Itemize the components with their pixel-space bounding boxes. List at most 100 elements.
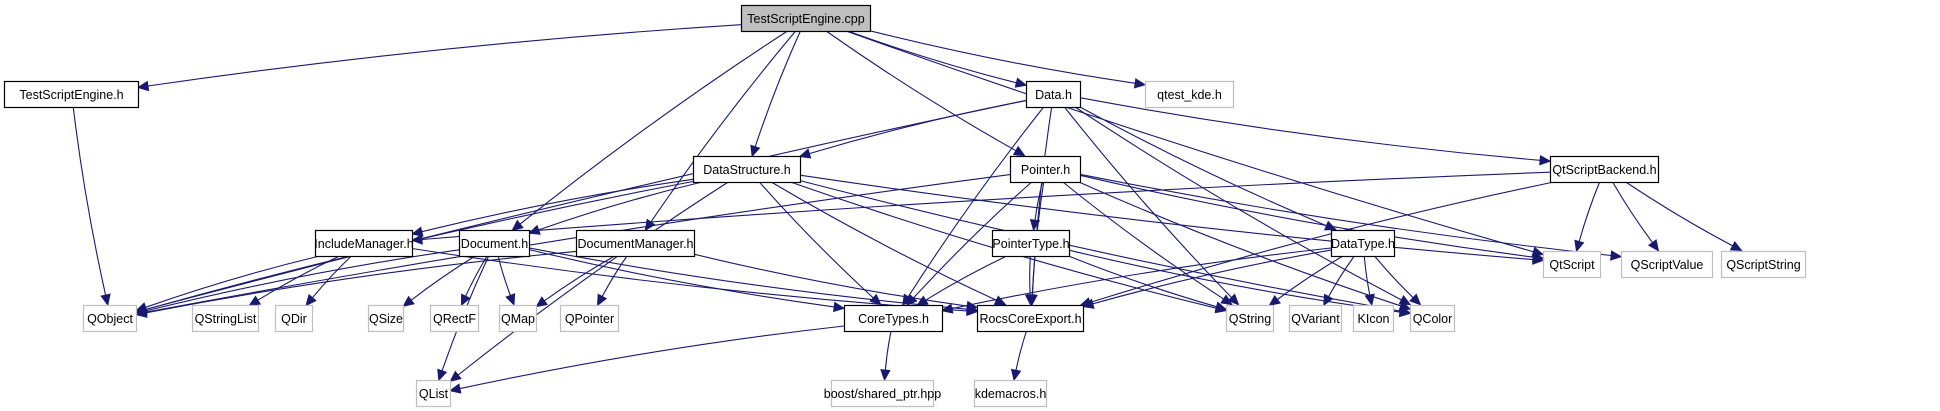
edge-line — [421, 171, 1551, 241]
node-box — [191, 304, 260, 333]
node-label: QScriptString — [1726, 258, 1800, 272]
node-box — [991, 229, 1071, 258]
arrowhead-icon — [1323, 293, 1334, 307]
node-box — [458, 229, 531, 258]
arrowhead-icon — [1029, 219, 1041, 232]
arrowhead-icon — [1532, 251, 1545, 263]
edge-line — [528, 249, 835, 308]
arrowhead-icon — [460, 293, 471, 307]
edge-line — [1068, 255, 1217, 308]
arrowhead-icon — [535, 296, 548, 308]
edge-documentmanager-h-to-qobject — [134, 250, 577, 318]
edge-line — [1625, 181, 1733, 247]
node-box — [274, 304, 314, 333]
arrowhead-icon — [1081, 298, 1095, 309]
edge-pointertype-h-to-qstring — [1068, 255, 1228, 312]
node-testscriptengine-cpp[interactable]: TestScriptEngine.cpp — [740, 4, 872, 33]
edge-datastructure-h-to-includemanager-h — [410, 178, 694, 237]
edge-qtscriptbackend-h-to-qscriptvalue — [1612, 181, 1660, 252]
node-label: QPointer — [565, 312, 614, 326]
edge-line — [1078, 181, 1401, 307]
arrowhead-icon — [1398, 294, 1412, 306]
arrowhead-icon — [1399, 306, 1412, 318]
node-pointertype-h[interactable]: PointerType.h — [991, 229, 1071, 258]
arrowhead-icon — [1729, 240, 1743, 252]
edge-testscriptengine-cpp-to-testscriptengine-h — [136, 24, 742, 92]
edge-line — [754, 30, 801, 147]
node-coretypes-h[interactable]: CoreTypes.h — [843, 304, 944, 333]
node-datastructure-h[interactable]: DataStructure.h — [692, 155, 802, 184]
edge-testscriptengine-h-to-qobject — [72, 106, 111, 307]
edge-line — [869, 30, 1136, 84]
arrowhead-icon — [437, 368, 448, 382]
node-includemanager-h[interactable]: IncludeManager.h — [314, 229, 414, 258]
node-label: boost/shared_ptr.hpp — [824, 387, 941, 401]
arrowhead-icon — [505, 293, 516, 306]
node-testscriptengine-h[interactable]: TestScriptEngine.h — [3, 80, 140, 109]
arrowhead-icon — [916, 295, 929, 307]
node-label: QSize — [369, 312, 403, 326]
arrowhead-icon — [410, 234, 423, 245]
node-box — [830, 379, 935, 408]
edge-datatype-h-to-rocscoreexport-h — [1081, 249, 1332, 309]
arrowhead-icon — [644, 218, 656, 232]
node-box — [740, 4, 872, 33]
node-box — [1025, 80, 1082, 109]
edge-line — [72, 106, 107, 296]
node-box — [1009, 155, 1082, 184]
node-label: TestScriptEngine.h — [19, 88, 123, 102]
arrowhead-icon — [1227, 293, 1240, 306]
edges-layer — [72, 24, 1743, 394]
edge-pointer-h-to-qstring — [1062, 181, 1233, 306]
node-qscriptvalue: QScriptValue — [1620, 250, 1714, 279]
edge-includemanager-h-to-qdir — [305, 255, 352, 307]
edge-line — [544, 255, 615, 302]
node-qdir: QDir — [274, 304, 314, 333]
node-rocscoreexport-h[interactable]: RocsCoreExport.h — [976, 304, 1085, 333]
edge-datastructure-h-to-qlist — [449, 181, 729, 382]
edge-coretypes-h-to-boost-shared-ptr-hpp — [880, 330, 892, 382]
node-document-h[interactable]: Document.h — [458, 229, 531, 258]
node-box — [498, 304, 538, 333]
node-data-h[interactable]: Data.h — [1025, 80, 1082, 109]
node-datatype-h[interactable]: DataType.h — [1330, 229, 1396, 258]
node-label: DataType.h — [1331, 237, 1395, 251]
node-box — [575, 229, 696, 258]
node-box — [3, 80, 140, 109]
arrowhead-icon — [833, 301, 846, 313]
edge-line — [925, 255, 1007, 301]
arrowhead-icon — [1610, 250, 1623, 261]
edge-line — [145, 250, 577, 314]
edge-line — [1034, 181, 1044, 221]
arrowhead-icon — [1010, 368, 1022, 382]
arrowhead-icon — [1268, 294, 1281, 307]
node-qtscriptbackend-h[interactable]: QtScriptBackend.h — [1549, 155, 1660, 184]
edge-line — [770, 181, 997, 301]
edge-line — [538, 181, 703, 231]
node-label: QList — [419, 387, 449, 401]
edge-datatype-h-to-qcolor — [1374, 255, 1422, 306]
edge-line — [1363, 255, 1371, 296]
edge-line — [601, 255, 628, 297]
node-label: QRectF — [433, 312, 476, 326]
node-label: Document.h — [461, 237, 528, 251]
edge-includemanager-h-to-qobject — [135, 255, 320, 313]
node-qsize: QSize — [367, 304, 405, 333]
node-label: QScriptValue — [1631, 258, 1704, 272]
edge-qtscriptbackend-h-to-qtscript — [1574, 181, 1601, 253]
edge-datatype-h-to-coretypes-h — [940, 247, 1332, 314]
edge-data-h-to-datastructure-h — [798, 100, 1027, 159]
node-label: QStringList — [195, 312, 257, 326]
node-pointer-h[interactable]: Pointer.h — [1009, 155, 1082, 184]
node-documentmanager-h[interactable]: DocumentManager.h — [575, 229, 696, 258]
edge-datastructure-h-to-document-h — [528, 181, 703, 235]
edge-document-h-to-qsize — [402, 255, 476, 308]
node-qrectf: QRectF — [429, 304, 480, 333]
node-boost-shared-ptr-hpp: boost/shared_ptr.hpp — [824, 379, 941, 408]
arrowhead-icon — [1574, 239, 1585, 253]
edge-pointer-h-to-qtscript — [1079, 174, 1545, 263]
node-qscriptstring: QScriptString — [1720, 250, 1807, 279]
edge-document-h-to-coretypes-h — [528, 249, 846, 313]
arrowhead-icon — [993, 295, 1007, 306]
